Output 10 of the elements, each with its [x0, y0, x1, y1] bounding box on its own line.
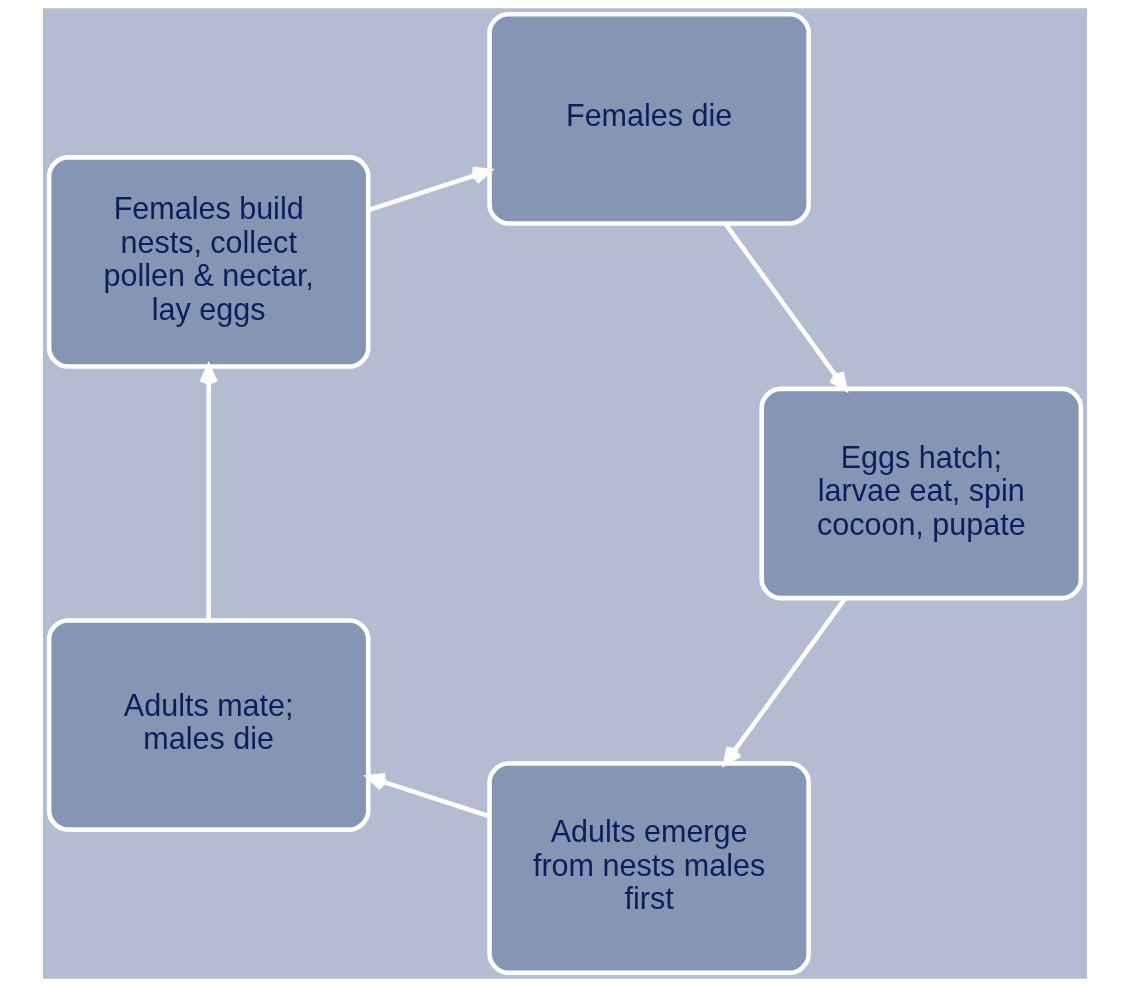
node-box: Adults emerge from nests males first: [487, 761, 811, 976]
arrow: [723, 222, 848, 391]
arrow: [199, 364, 218, 620]
arrow: [366, 772, 491, 819]
node-box: Females die: [487, 11, 811, 226]
arrow: [723, 597, 847, 766]
node-box: Females build nests, collect pollen & nectar, lay eggs: [46, 155, 371, 369]
node-box: Eggs hatch; larvae eat, spin cocoon, pupate: [759, 386, 1084, 601]
node-box: Adults mate; males die: [46, 618, 371, 832]
arrow: [367, 166, 492, 213]
